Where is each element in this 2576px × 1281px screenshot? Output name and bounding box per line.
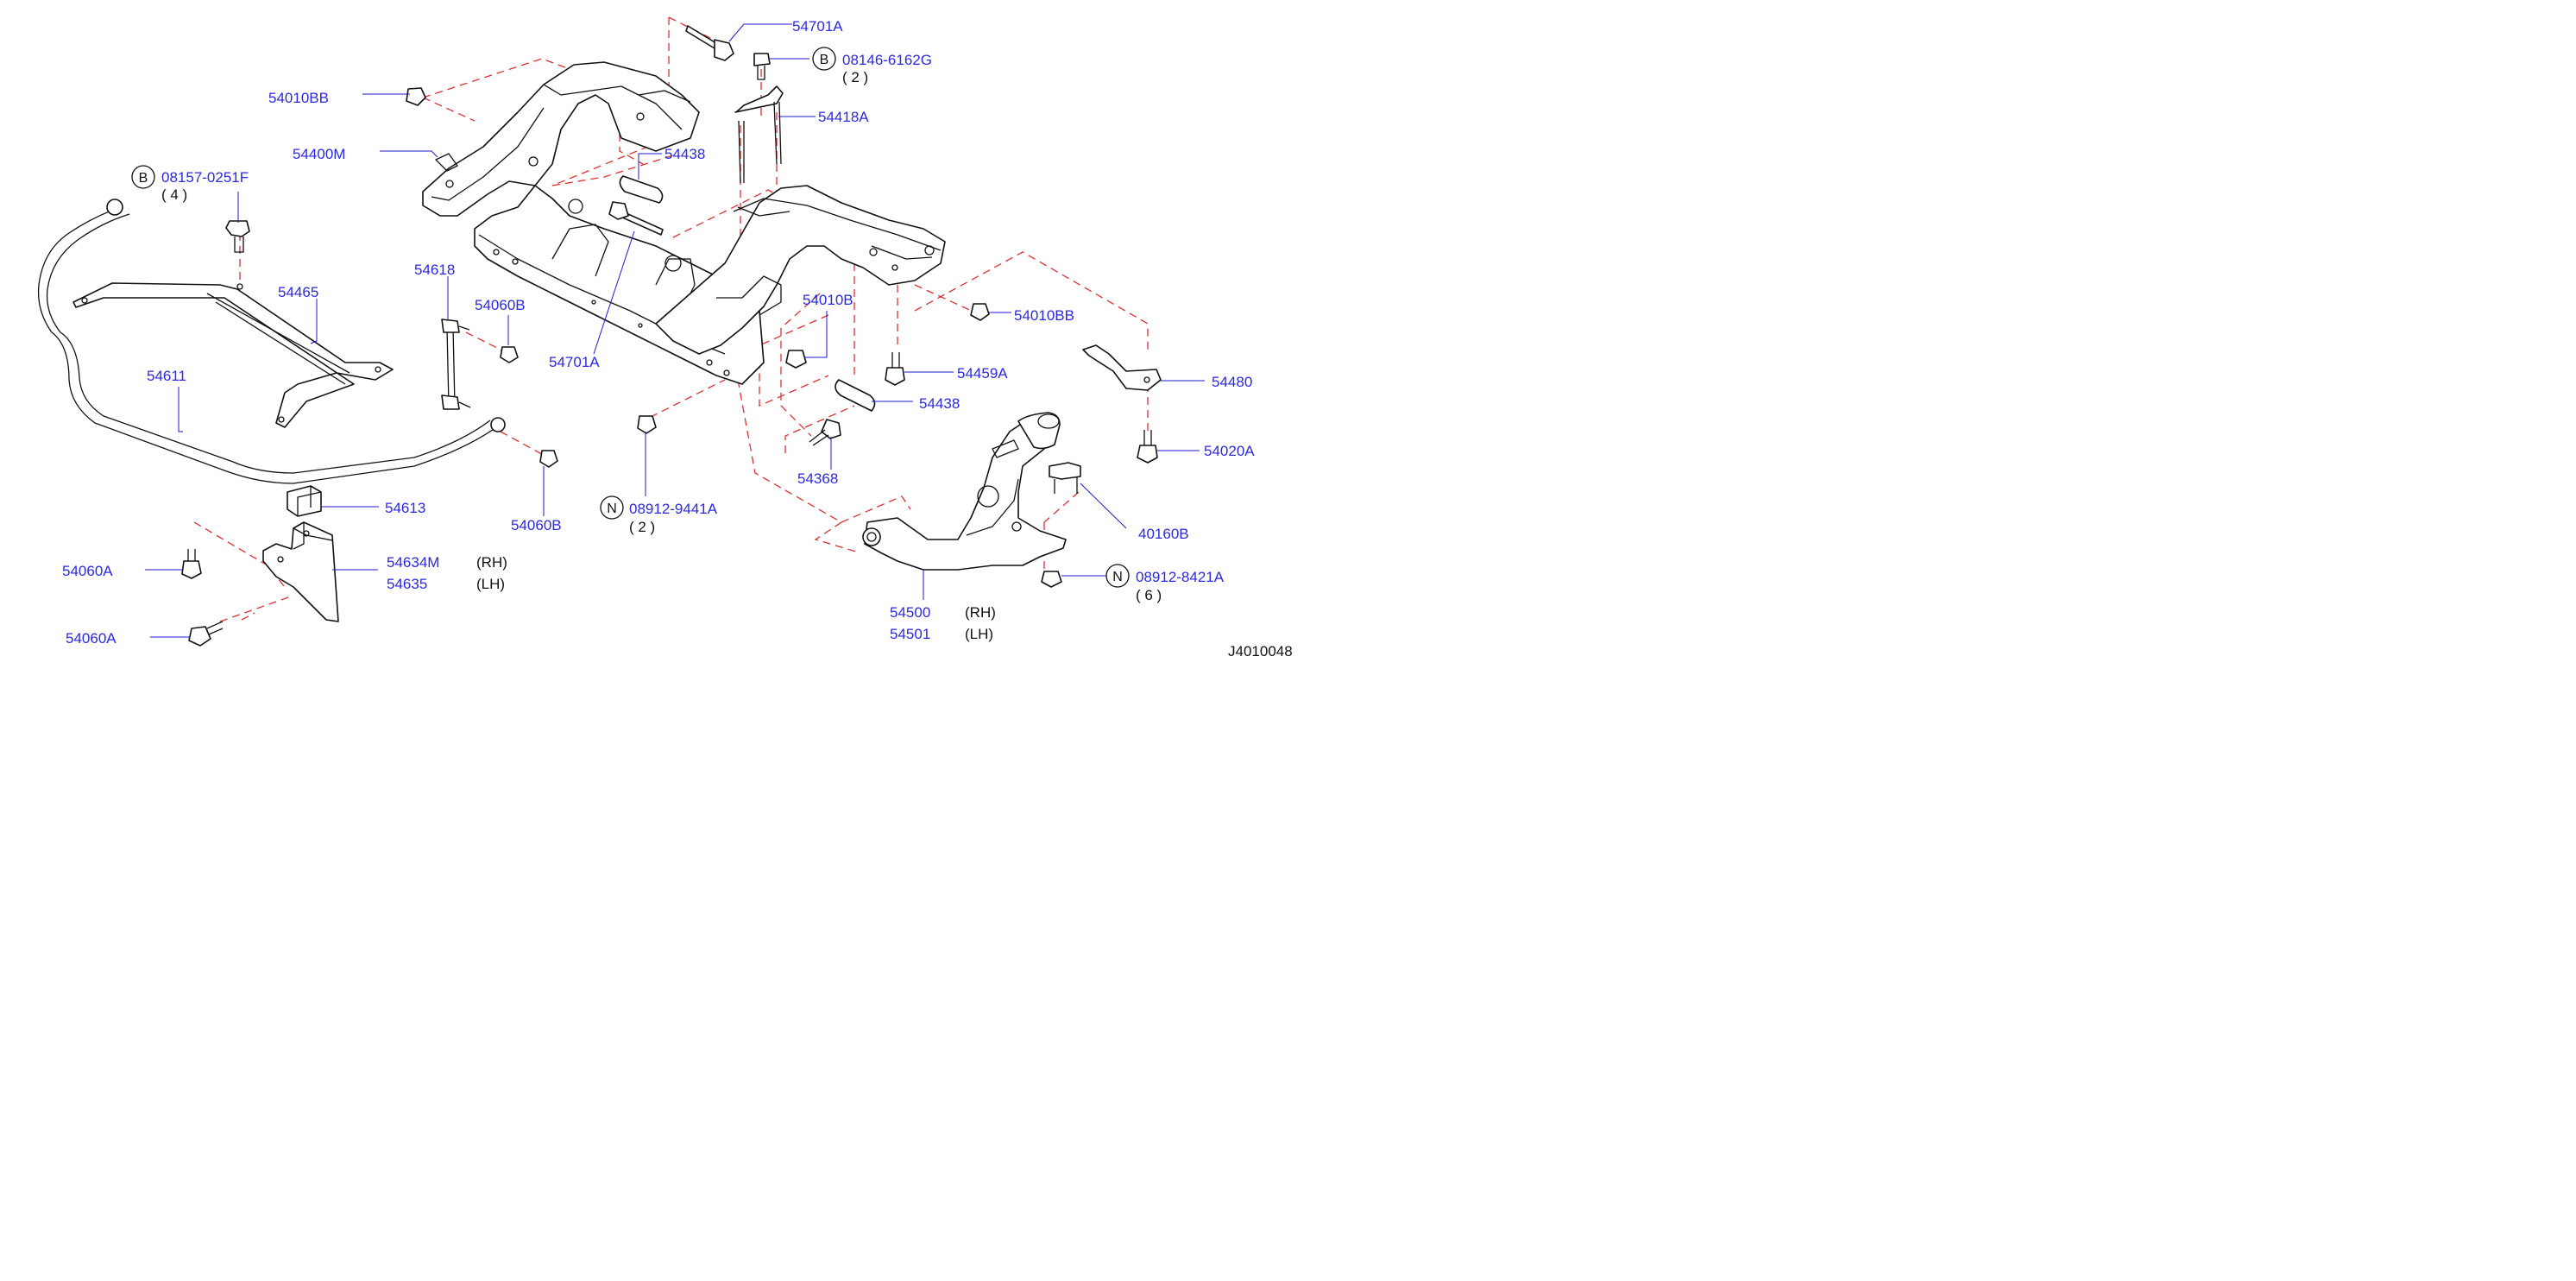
label-54501: 54501 <box>890 626 930 642</box>
bolt-54060A-top <box>181 560 202 579</box>
label-54400M: 54400M <box>293 146 345 162</box>
marker-b-08146: B <box>812 47 836 71</box>
ball-joint-bolts-40160B <box>1049 462 1081 480</box>
nut-08912-9441A <box>637 415 657 434</box>
label-54020A: 54020A <box>1204 443 1255 459</box>
marker-n-label: N <box>607 502 617 516</box>
label-54500-side: (RH) <box>965 604 996 621</box>
label-08912-8421A-qty: ( 6 ) <box>1136 587 1162 603</box>
diagram-code: J4010048 <box>1228 643 1293 659</box>
label-54613: 54613 <box>385 500 425 516</box>
stud-bracket-54418A <box>734 85 784 113</box>
bolt-54020A <box>1137 445 1158 464</box>
bracket-54480 <box>1082 344 1162 391</box>
label-54501-side: (LH) <box>965 626 993 642</box>
bolt-08157 <box>225 220 250 237</box>
label-54060B-top: 54060B <box>475 297 526 313</box>
nut-54010BB-top <box>406 87 426 106</box>
marker-b-label: B <box>820 53 829 67</box>
label-54010B: 54010B <box>803 292 853 308</box>
bolt-08146 <box>753 53 771 66</box>
label-54060B-bot: 54060B <box>511 517 562 533</box>
label-54618: 54618 <box>414 262 455 278</box>
label-54060A-bot: 54060A <box>66 630 117 647</box>
stabilizer-end-right <box>490 417 506 432</box>
label-54060A-top: 54060A <box>62 563 113 579</box>
leader-lines <box>145 23 1205 638</box>
nut-54060B-top <box>500 346 519 363</box>
nut-54060B-bot <box>539 450 558 468</box>
label-08157-qty: ( 4 ) <box>161 186 187 203</box>
bolt-54368 <box>821 419 841 439</box>
bushing-54438-bot <box>835 379 876 412</box>
label-08912-8421A: 08912-8421A <box>1136 569 1225 585</box>
label-54634M: 54634M <box>387 554 439 571</box>
bushing-54438-top <box>619 175 664 204</box>
label-08146-qty: ( 2 ) <box>842 69 868 85</box>
line-art <box>37 25 1162 647</box>
bolt-54459A <box>885 367 905 386</box>
marker-n-08912-9441A: N <box>600 495 624 520</box>
bolt-54701A-top <box>685 25 717 49</box>
label-54634M-side: (RH) <box>476 554 507 571</box>
label-54459A: 54459A <box>957 365 1008 382</box>
marker-b-label: B <box>139 171 148 186</box>
nut-08912-8421A <box>1041 571 1062 588</box>
label-54701A-top: 54701A <box>792 18 843 35</box>
part-labels: 54701A 08146-6162G ( 2 ) 54010BB 54418A … <box>62 18 1293 659</box>
label-54635-side: (LH) <box>476 576 505 592</box>
bolt-54060A-bot <box>188 626 211 647</box>
label-54368: 54368 <box>797 470 838 487</box>
label-08146-6162G: 08146-6162G <box>842 52 932 68</box>
parts-diagram: B B N N 54701A 08146-6162G ( 2 ) 54010BB… <box>0 0 1353 668</box>
label-08912-9441A: 08912-9441A <box>629 501 718 517</box>
label-54611: 54611 <box>147 368 186 384</box>
link-54618 <box>446 327 456 407</box>
nut-54010B <box>785 350 807 369</box>
label-54480: 54480 <box>1212 374 1252 390</box>
label-08912-9441A-qty: ( 2 ) <box>629 519 655 535</box>
lower-arm-bushing-front <box>862 527 881 546</box>
label-54438-bot: 54438 <box>919 395 960 412</box>
label-08157-0251F: 08157-0251F <box>161 169 249 186</box>
label-54010BB-right: 54010BB <box>1014 307 1074 324</box>
bushing-54613 <box>287 485 322 517</box>
label-54635: 54635 <box>387 576 427 592</box>
label-54500: 54500 <box>890 604 930 621</box>
exploded-view-drawing: B B N N 54701A 08146-6162G ( 2 ) 54010BB… <box>37 16 1293 659</box>
marker-n-label: N <box>1112 570 1123 584</box>
label-54701A-mid: 54701A <box>549 354 600 370</box>
stay-54465 <box>72 282 394 428</box>
label-54465: 54465 <box>278 284 318 300</box>
lower-arm-54500 <box>864 422 1067 571</box>
label-54010BB-top: 54010BB <box>268 90 329 106</box>
stabilizer-bar-54611 <box>37 206 497 484</box>
marker-n-08912-8421A: N <box>1105 564 1130 588</box>
label-40160B: 40160B <box>1138 526 1189 542</box>
stabilizer-end-left <box>106 199 123 216</box>
label-54418A: 54418A <box>818 109 869 125</box>
bracket-54634M <box>262 521 339 622</box>
marker-b-08157: B <box>131 165 155 189</box>
nut-54010BB-right <box>970 303 990 321</box>
label-54438-top: 54438 <box>664 146 705 162</box>
